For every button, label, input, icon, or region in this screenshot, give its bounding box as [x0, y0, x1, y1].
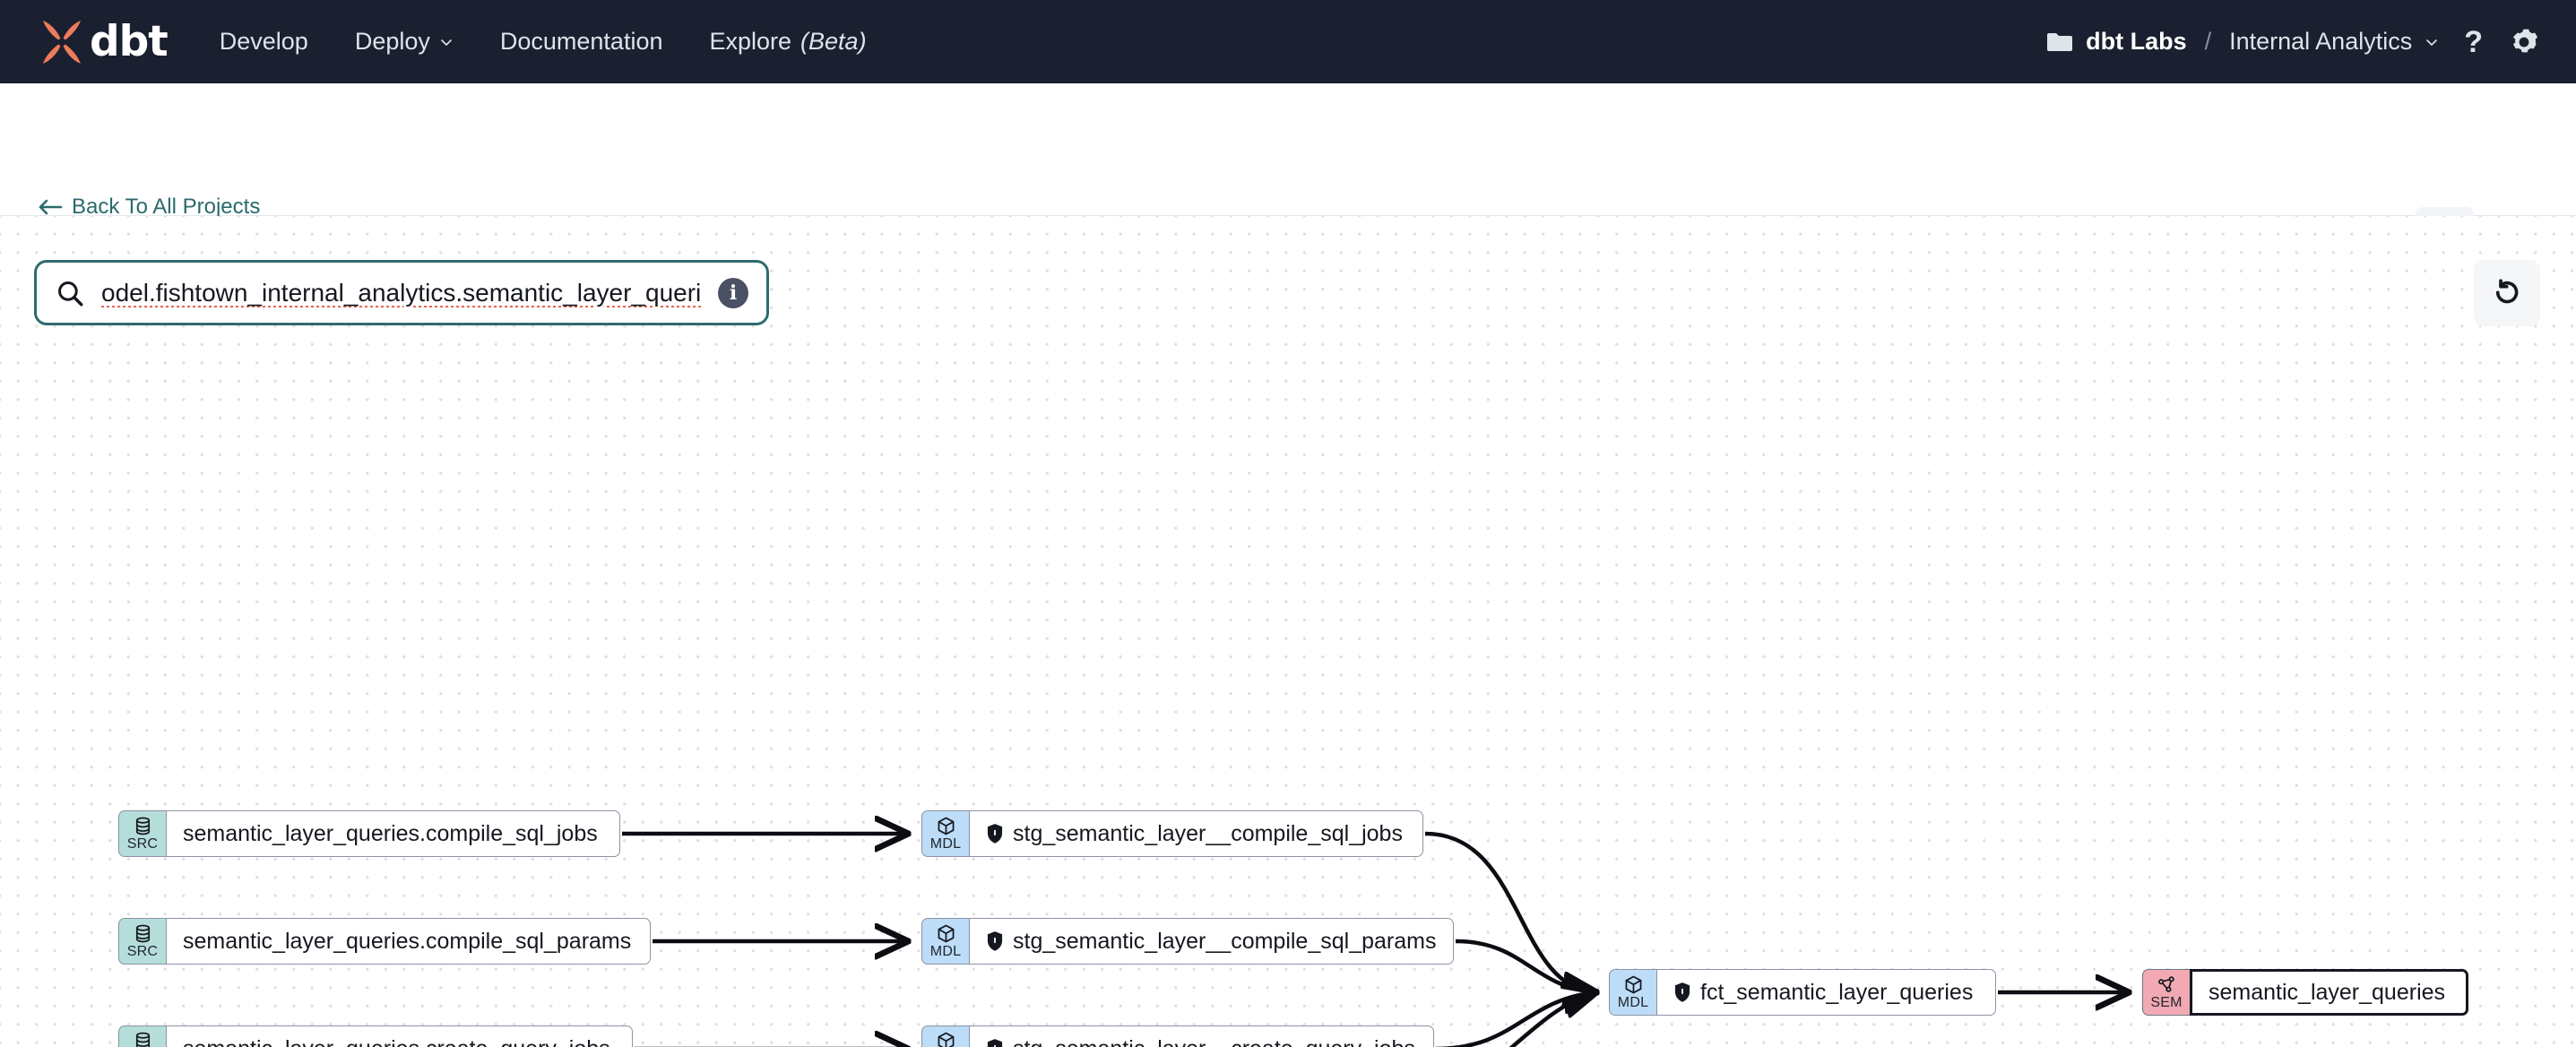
database-cylinder-icon	[133, 1032, 153, 1047]
reset-view-button[interactable]	[2474, 260, 2540, 326]
settings-button[interactable]	[2508, 26, 2540, 58]
edge-mdl1-fct	[1424, 831, 1595, 992]
folder-icon	[2047, 32, 2073, 51]
shield-icon	[986, 930, 1004, 952]
cube-icon	[936, 924, 956, 944]
node-type-badge-src: SRC	[118, 1025, 166, 1047]
cube-icon	[936, 817, 956, 836]
nav-link-deploy[interactable]: Deploy	[355, 28, 454, 56]
lineage-graph: SRC semantic_layer_queries.compile_sql_j…	[0, 216, 2576, 1047]
dbt-x-mark-icon	[43, 20, 81, 64]
node-label: fct_semantic_layer_queries	[1700, 979, 1974, 1005]
lineage-node-src1[interactable]: SRC semantic_layer_queries.compile_sql_j…	[118, 810, 620, 857]
node-label: semantic_layer_queries.compile_sql_param…	[183, 928, 632, 954]
cube-icon	[936, 1032, 956, 1047]
help-question-mark-icon: ?	[2464, 24, 2483, 59]
nav-link-develop-label: Develop	[219, 28, 308, 55]
org-name: dbt Labs	[2086, 28, 2187, 55]
node-type-badge-mdl: MDL	[921, 918, 969, 965]
node-type-label: MDL	[929, 943, 962, 959]
lineage-node-src2[interactable]: SRC semantic_layer_queries.compile_sql_p…	[118, 918, 651, 965]
node-type-label: MDL	[929, 835, 962, 852]
nav-link-deploy-label: Deploy	[354, 28, 430, 55]
node-body[interactable]: semantic_layer_queries.create_query_jobs	[166, 1025, 633, 1047]
arrow-left-icon	[39, 199, 63, 215]
semantic-graph-icon	[2157, 975, 2177, 995]
lineage-node-src3[interactable]: SRC semantic_layer_queries.create_query_…	[118, 1025, 633, 1047]
nav-right-cluster: dbt Labs / Internal Analytics ?	[2046, 26, 2540, 58]
dbt-logo[interactable]: dbt	[38, 0, 169, 83]
node-type-label: MDL	[1617, 994, 1649, 1010]
shield-icon	[986, 1038, 1004, 1047]
node-body[interactable]: stg_semantic_layer__compile_sql_params	[969, 918, 1454, 965]
page-subheader: Back To All Projects Internal Analytics	[0, 83, 2576, 266]
lineage-node-sem[interactable]: SEM semantic_layer_queries	[2142, 969, 2468, 1016]
lineage-node-mdl1[interactable]: MDL stg_semantic_layer__compile_sql_jobs	[921, 810, 1423, 857]
project-name: Internal Analytics	[2229, 28, 2413, 55]
shield-icon	[1673, 982, 1691, 1003]
back-link-label: Back To All Projects	[72, 195, 261, 219]
node-label: stg_semantic_layer__create_query_jobs	[1013, 1036, 1415, 1047]
node-type-badge-sem: SEM	[2142, 969, 2190, 1016]
edge-mdl3-fct	[1435, 992, 1595, 1047]
node-label: semantic_layer_queries.create_query_jobs	[183, 1036, 610, 1047]
node-body[interactable]: semantic_layer_queries.compile_sql_jobs	[166, 810, 620, 857]
chevron-down-icon	[2426, 39, 2438, 46]
database-cylinder-icon	[133, 924, 153, 944]
node-type-label: SRC	[126, 835, 159, 852]
node-label: stg_semantic_layer__compile_sql_jobs	[1013, 820, 1403, 846]
lineage-node-fct[interactable]: MDL fct_semantic_layer_queries	[1609, 969, 1996, 1016]
node-type-badge-src: SRC	[118, 810, 166, 857]
shield-icon	[986, 823, 1004, 844]
node-body[interactable]: semantic_layer_queries	[2190, 969, 2468, 1016]
nav-link-develop[interactable]: Develop	[220, 28, 308, 56]
node-label: stg_semantic_layer__compile_sql_params	[1013, 928, 1437, 954]
node-body[interactable]: fct_semantic_layer_queries	[1656, 969, 1996, 1016]
primary-nav-links: Develop Deploy Documentation Explore (Be…	[220, 28, 867, 56]
lineage-node-mdl3[interactable]: MDL stg_semantic_layer__create_query_job…	[921, 1025, 1434, 1047]
info-icon[interactable]: i	[718, 277, 748, 308]
nav-link-explore[interactable]: Explore (Beta)	[709, 28, 866, 56]
cube-icon	[1623, 975, 1644, 995]
node-type-badge-mdl: MDL	[1609, 969, 1656, 1016]
search-input[interactable]: odel.fishtown_internal_analytics.semanti…	[101, 278, 702, 307]
lineage-node-mdl2[interactable]: MDL stg_semantic_layer__compile_sql_para…	[921, 918, 1454, 965]
node-label: semantic_layer_queries.compile_sql_jobs	[183, 820, 598, 846]
breadcrumb-separator: /	[2204, 28, 2212, 55]
nav-link-documentation[interactable]: Documentation	[500, 28, 663, 56]
node-body[interactable]: stg_semantic_layer__compile_sql_jobs	[969, 810, 1423, 857]
lineage-canvas[interactable]: odel.fishtown_internal_analytics.semanti…	[0, 216, 2576, 1047]
back-to-all-projects-link[interactable]: Back To All Projects	[38, 195, 260, 220]
node-body[interactable]: semantic_layer_queries.compile_sql_param…	[166, 918, 651, 965]
node-type-label: SRC	[126, 943, 159, 959]
nav-link-explore-label: Explore	[709, 28, 792, 55]
gear-icon	[2513, 29, 2537, 52]
search-icon	[58, 281, 83, 306]
top-navigation-bar: dbt Develop Deploy Documentation Explore…	[0, 0, 2576, 83]
help-button[interactable]: ?	[2464, 27, 2483, 57]
node-type-badge-mdl: MDL	[921, 810, 969, 857]
node-type-label: SEM	[2150, 994, 2183, 1010]
database-cylinder-icon	[133, 817, 153, 836]
explore-beta-tag: (Beta)	[800, 28, 867, 55]
node-type-badge-src: SRC	[118, 918, 166, 965]
org-project-breadcrumb[interactable]: dbt Labs / Internal Analytics	[2046, 28, 2439, 56]
edge-mdl2-fct	[1455, 939, 1595, 992]
node-type-badge-mdl: MDL	[921, 1025, 969, 1047]
reset-arrow-icon	[2495, 279, 2519, 304]
node-body[interactable]: stg_semantic_layer__create_query_jobs	[969, 1025, 1434, 1047]
dbt-wordmark: dbt	[90, 17, 169, 66]
node-label: semantic_layer_queries	[2209, 979, 2446, 1005]
nav-link-documentation-label: Documentation	[499, 28, 663, 55]
chevron-down-icon	[441, 39, 452, 46]
search-box[interactable]: odel.fishtown_internal_analytics.semanti…	[34, 260, 769, 325]
